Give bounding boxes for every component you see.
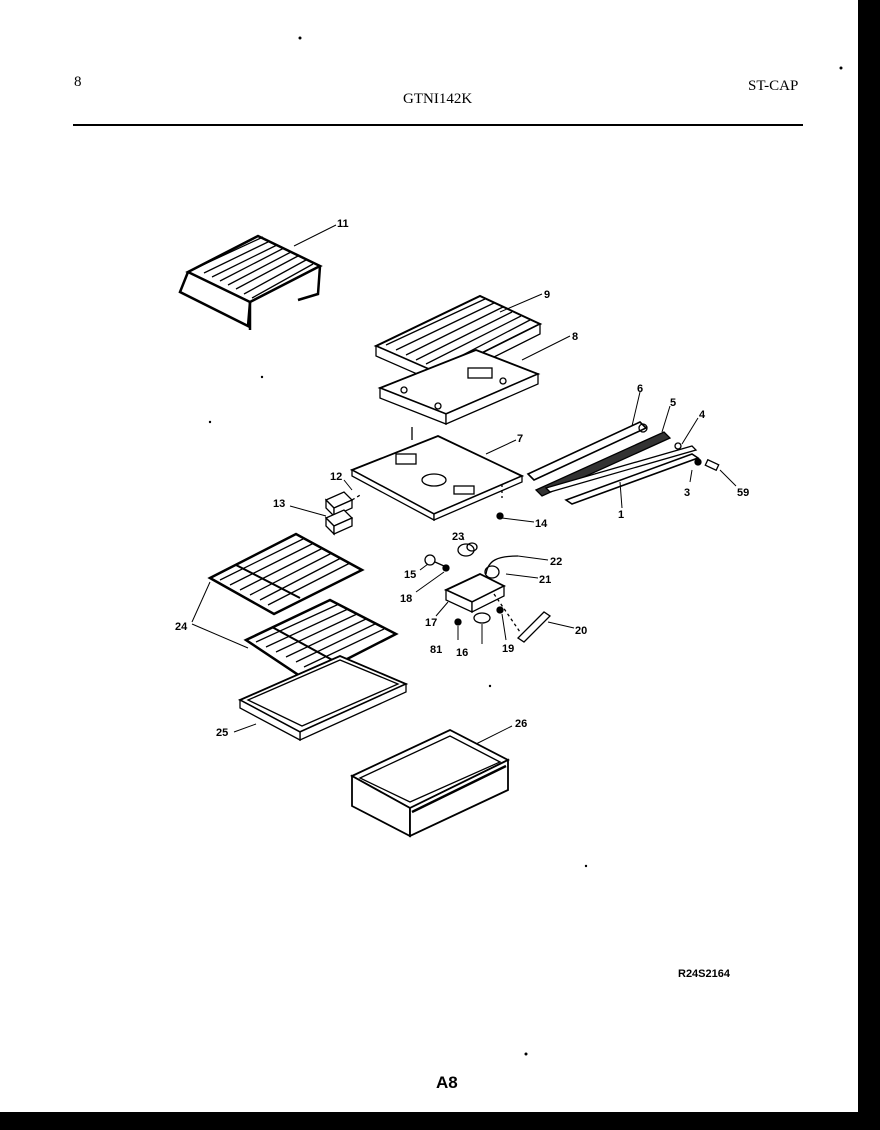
- part-8-tray: [377, 349, 541, 425]
- scan-specks: [208, 36, 843, 1056]
- callout-17: 17: [425, 617, 437, 629]
- callout-4: 4: [699, 409, 706, 421]
- part-23-knob: [457, 542, 478, 557]
- page-number: A8: [436, 1073, 458, 1092]
- callout-25: 25: [216, 727, 228, 739]
- part-17-control-housing: [443, 572, 507, 614]
- callout-20: 20: [575, 625, 587, 637]
- part-24-wire-shelf-lower: [243, 598, 399, 682]
- callout-15: 15: [404, 569, 416, 581]
- callout-13: 13: [273, 498, 285, 510]
- part-20-bracket: [516, 611, 552, 643]
- part-24-wire-shelf-upper: [207, 532, 365, 616]
- callout-8: 8: [572, 331, 578, 343]
- scan-border-right: [858, 0, 880, 1130]
- part-26-crisper-drawer: [350, 728, 511, 838]
- header-rule: [73, 124, 803, 126]
- callout-11: 11: [337, 218, 349, 230]
- callout-7: 7: [517, 433, 523, 445]
- part-4-rail: [544, 442, 698, 493]
- callout-labels: 11 9 8 6 5 4 7 12 13 3 59 1 14 23 22 15 …: [175, 218, 749, 739]
- part-6-rail: [526, 421, 648, 481]
- model-number: GTNI142K: [403, 91, 473, 107]
- callout-59: 59: [737, 487, 749, 499]
- scan-border-bottom: [0, 1112, 880, 1130]
- callout-9: 9: [544, 289, 550, 301]
- header-code: ST-CAP: [748, 78, 799, 94]
- part-16-washer: [473, 612, 491, 624]
- part-25-glass-shelf: [237, 655, 409, 742]
- leader-lines: [191, 224, 737, 745]
- callout-14: 14: [535, 518, 548, 530]
- callout-5: 5: [670, 397, 676, 409]
- part-7-divider-plate: [349, 427, 525, 522]
- part-5-rail: [534, 431, 672, 497]
- part-22-capillary: [485, 555, 519, 575]
- part-11-wire-shelf: [178, 234, 323, 330]
- part-18-screw: [442, 564, 450, 572]
- callout-1: 1: [618, 509, 624, 521]
- callout-3: 3: [684, 487, 690, 499]
- callout-23: 23: [452, 531, 464, 543]
- callout-24: 24: [175, 621, 188, 633]
- part-15-sensor: [424, 554, 445, 567]
- part-81-screw: [454, 618, 462, 626]
- callout-22: 22: [550, 556, 562, 568]
- part-21-thermostat: [484, 565, 500, 579]
- diagram-reference-code: R24S2164: [678, 968, 730, 980]
- part-14-screw: [496, 512, 504, 520]
- part-1-rail: [564, 453, 700, 505]
- part-59-screw: [704, 458, 720, 472]
- callout-16: 16: [456, 647, 468, 659]
- header-left-mark: 8: [74, 74, 82, 90]
- part-19-nut: [496, 606, 504, 614]
- callout-26: 26: [515, 718, 527, 730]
- part-3-clip: [694, 458, 702, 466]
- callout-6: 6: [637, 383, 643, 395]
- callout-21: 21: [539, 574, 551, 586]
- callout-81: 81: [430, 644, 442, 656]
- callout-18: 18: [400, 593, 412, 605]
- callout-12: 12: [330, 471, 342, 483]
- callout-19: 19: [502, 643, 514, 655]
- part-13-hinge: [324, 509, 354, 536]
